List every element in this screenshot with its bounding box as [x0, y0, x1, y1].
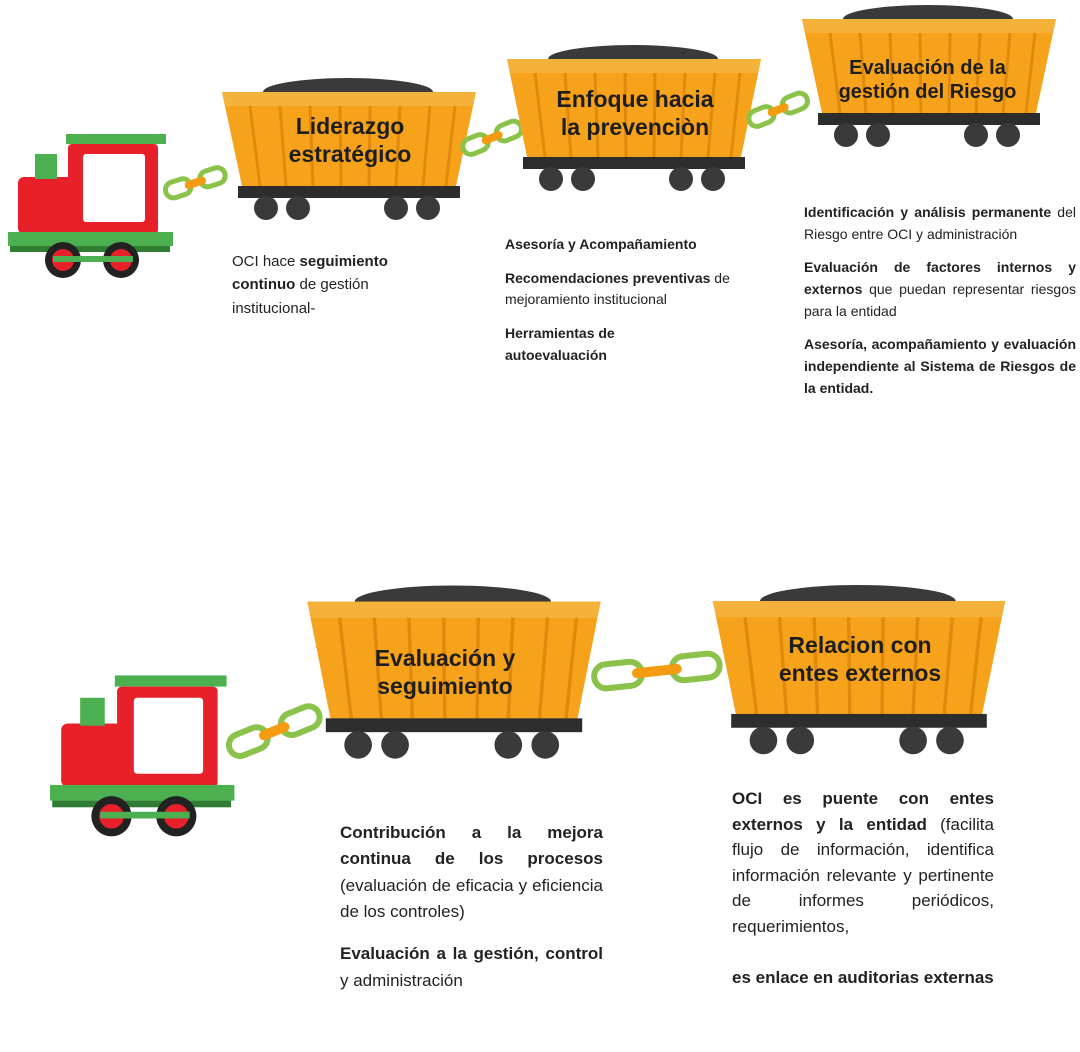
desc-liderazgo: OCI hace seguimiento continuo de gestión…	[232, 250, 432, 320]
chain-link-row2-2	[591, 650, 723, 692]
wagon-title-line2: seguimiento	[377, 672, 513, 699]
wagon-title-evaluacion: Evaluación y seguimiento	[345, 645, 545, 700]
wagon-title-line2: estratégico	[288, 140, 412, 167]
desc-evaluacion: Contribución a la mejora continua de los…	[340, 820, 603, 1006]
chain-link-row1-1	[162, 165, 228, 201]
wagon-title-line2: gestión del Riesgo	[838, 81, 1017, 103]
wagon-row1-2	[507, 45, 761, 191]
desc-bold: Contribución a la mejora continua de los…	[340, 823, 603, 869]
wagon-row2-1	[307, 585, 601, 759]
wagon-row1-1	[222, 78, 476, 220]
wagon-row2-2	[712, 585, 1006, 755]
wagon-title-line1: Liderazgo	[295, 113, 405, 139]
desc-riesgo: Identificación y análisis permanente del…	[804, 202, 1076, 412]
locomotive-row1	[8, 134, 173, 278]
desc-bold: es enlace en auditorias externas	[732, 968, 994, 987]
desc-text: de gestión institucional-	[232, 276, 369, 317]
wagon-title-line1: Relacion con	[788, 632, 932, 658]
wagon-row1-3	[802, 5, 1056, 147]
desc-text: OCI hace	[232, 253, 300, 270]
wagon-title-relacion: Relacion con entes externos	[745, 632, 975, 687]
desc-text: que puedan representar riesgos para la e…	[804, 281, 1076, 319]
desc-bold: Asesoría y Acompañamiento	[505, 236, 697, 252]
desc-bold: Evaluación a la gestión, control	[340, 944, 603, 964]
desc-bold: Identificación y análisis permanente	[804, 204, 1052, 220]
wagon-title-line1: Evaluación y	[374, 645, 516, 671]
desc-relacion: OCI es puente con entes externos y la en…	[732, 786, 994, 1003]
wagon-title-line1: Enfoque hacia	[556, 86, 714, 112]
desc-bold: Herramientas de autoevaluación	[505, 325, 615, 363]
wagon-title-liderazgo: Liderazgo estratégico	[258, 113, 442, 168]
desc-bold: Recomendaciones preventivas	[505, 269, 711, 286]
wagon-title-line1: Evaluación de la	[849, 57, 1006, 79]
wagon-title-riesgo: Evaluación de la gestión del Riesgo	[825, 56, 1030, 104]
desc-bold: Asesoría, acompañamiento y evaluación in…	[804, 336, 1076, 396]
desc-bold: Evaluación de factores internos y extern…	[804, 259, 1076, 298]
desc-text: (evaluación de eficacia y eficiencia de …	[340, 875, 603, 922]
desc-bold: OCI es puente con entes externos y la en…	[732, 789, 994, 834]
desc-bold: seguimiento continuo	[232, 253, 388, 294]
desc-text: de mejoramiento institucional	[505, 269, 730, 308]
wagon-title-enfoque: Enfoque hacia la prevenciòn	[535, 86, 735, 141]
wagon-title-line2: entes externos	[778, 659, 942, 686]
desc-enfoque: Asesoría y Acompañamiento Recomendacione…	[505, 234, 760, 378]
chain-link-row2-1	[225, 703, 323, 760]
desc-text: (facilita flujo de información, identifi…	[732, 814, 994, 936]
wagon-title-line2: la prevenciòn	[560, 113, 710, 140]
chain-link-row1-2	[460, 118, 525, 157]
desc-text: y administración	[340, 970, 463, 990]
chain-link-row1-3	[746, 90, 811, 129]
locomotive-row2	[50, 675, 235, 837]
desc-text: del Riesgo entre OCI y administración	[804, 204, 1076, 242]
